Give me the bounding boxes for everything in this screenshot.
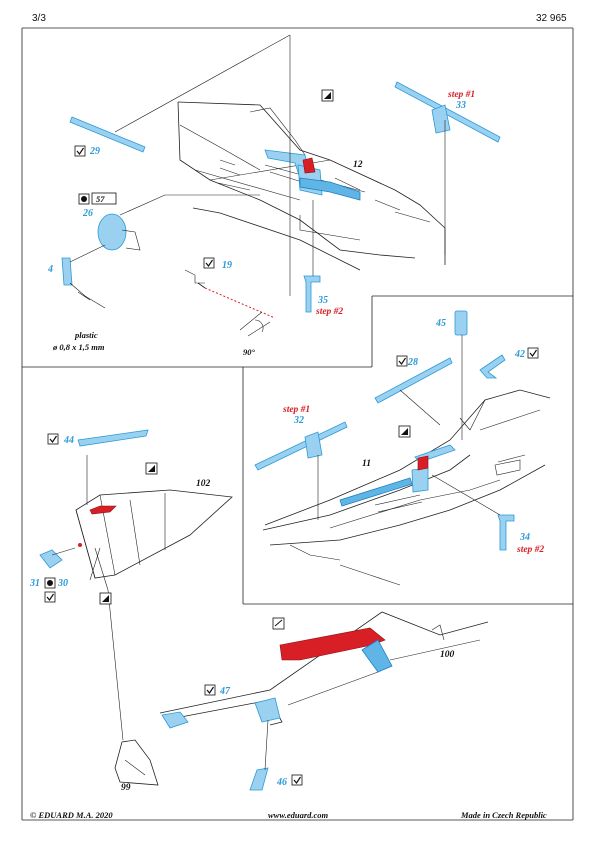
fuselage-part-11 <box>262 389 551 586</box>
pe-part-47 <box>159 611 489 729</box>
pe-part-32 <box>254 421 348 520</box>
label-100: 100 <box>440 650 455 660</box>
label-102: 102 <box>196 479 211 489</box>
pe-part-44 <box>77 429 149 447</box>
label-35: 35 <box>317 295 328 306</box>
fuselage-part-12 <box>177 101 446 271</box>
label-19: 19 <box>222 260 232 271</box>
check-icon <box>396 355 408 367</box>
label-45: 45 <box>435 318 446 329</box>
pe-part-100-bracket <box>287 639 481 706</box>
label-31: 31 <box>29 578 40 589</box>
kit-number: 32 965 <box>536 13 567 24</box>
label-57: 57 <box>96 194 105 204</box>
footer-origin: Made in Czech Republic <box>461 810 547 820</box>
pe-part-28 <box>374 357 453 426</box>
glue-icon <box>272 617 285 630</box>
label-99: 99 <box>121 783 131 793</box>
label-46: 46 <box>276 777 287 788</box>
check-icon <box>291 774 303 786</box>
remove-icon <box>78 192 117 205</box>
pe-part-34 <box>431 474 515 551</box>
check-icon <box>74 145 86 157</box>
check-icon <box>204 684 216 696</box>
label-plastic: plastic <box>74 330 98 340</box>
pe-part-45 <box>454 310 468 440</box>
label-28: 28 <box>407 357 418 368</box>
pe-part-33 <box>394 81 501 255</box>
pe-part-19 <box>184 269 276 337</box>
label-26: 26 <box>82 208 93 219</box>
footer-brand: © EDUARD M.A. 2020 <box>30 810 113 820</box>
label-plastic-dim: ø 0,8 x 1,5 mm <box>52 342 105 352</box>
label-30: 30 <box>57 578 68 589</box>
label-47: 47 <box>219 686 231 697</box>
check-icon <box>203 257 215 269</box>
label-step1-top: step #1 <box>447 90 475 100</box>
label-32: 32 <box>293 415 304 426</box>
label-33: 33 <box>455 100 466 111</box>
fold-icon <box>99 592 112 605</box>
label-step1-mid: step #1 <box>282 405 310 415</box>
pe-part-42 <box>479 354 506 379</box>
label-step2-mid: step #2 <box>516 545 544 555</box>
page-number: 3/3 <box>32 13 46 24</box>
label-4: 4 <box>47 264 53 275</box>
label-step2-top: step #2 <box>315 307 343 317</box>
label-44: 44 <box>63 435 74 446</box>
remove-icon <box>44 577 56 589</box>
label-42: 42 <box>514 349 525 360</box>
frame-lines <box>21 27 574 821</box>
pe-bracket-11 <box>339 444 456 507</box>
label-12: 12 <box>353 160 363 170</box>
check-icon <box>527 347 539 359</box>
pe-bracket-12 <box>264 149 361 201</box>
pe-part-31 <box>39 547 76 569</box>
label-34: 34 <box>519 532 530 543</box>
fold-icon <box>321 89 334 102</box>
check-icon <box>47 433 59 445</box>
footer-url[interactable]: www.eduard.com <box>268 810 329 820</box>
label-29: 29 <box>89 146 100 157</box>
fold-icon <box>398 425 411 438</box>
pe-part-35 <box>303 200 321 313</box>
label-angle: 90° <box>243 347 256 357</box>
check-icon <box>44 591 56 603</box>
pe-part-29 <box>69 34 291 296</box>
fold-icon <box>145 462 158 475</box>
label-11: 11 <box>362 459 371 469</box>
pe-part-26 <box>61 194 260 309</box>
part-99 <box>114 739 159 786</box>
fin-part-102 <box>75 455 233 741</box>
pe-part-46 <box>249 719 269 791</box>
